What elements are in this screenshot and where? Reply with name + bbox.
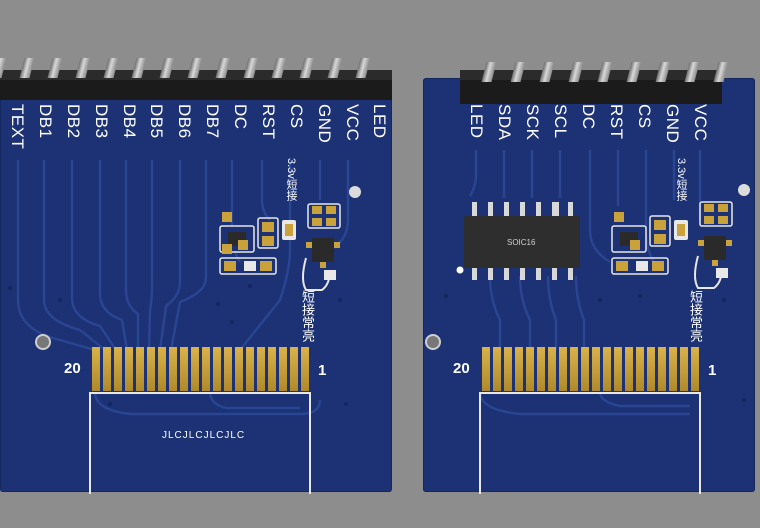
ffc-gold-finger xyxy=(526,347,534,391)
pin-label-gnd: GND xyxy=(663,104,682,144)
left-board-traces xyxy=(8,160,350,416)
pin-label-dc: DC xyxy=(579,104,598,130)
left-pin-labels: TEXT DB1 DB2 DB3 DB4 DB5 DB6 DB7 DC RST … xyxy=(5,104,395,156)
ffc-gold-finger xyxy=(180,347,188,391)
pin-label-rst: RST xyxy=(259,104,278,140)
ffc-gold-finger xyxy=(268,347,276,391)
pin-label-db6: DB6 xyxy=(175,104,194,139)
pin-label-gnd: GND xyxy=(315,104,334,144)
pin-label-scl: SCL xyxy=(551,104,570,139)
ffc-gold-finger xyxy=(125,347,133,391)
ffc-gold-finger xyxy=(504,347,512,391)
ffc-gold-finger xyxy=(625,347,633,391)
pin-label-db7: DB7 xyxy=(203,104,222,139)
ffc-gold-finger xyxy=(147,347,155,391)
pin-label-led: LED xyxy=(370,104,389,139)
right-ffc-pin-1: 1 xyxy=(708,362,717,379)
pin-label-cs: CS xyxy=(287,104,306,129)
right-mounting-hole-bottom xyxy=(427,336,439,348)
pin-label-sda: SDA xyxy=(495,104,514,141)
right-ffc-pin-20: 20 xyxy=(453,360,470,377)
ffc-gold-finger xyxy=(493,347,501,391)
pin-label-vcc: VCC xyxy=(343,104,362,142)
pin-label-led: LED xyxy=(467,104,486,139)
pin-label-db5: DB5 xyxy=(147,104,166,139)
pin-label-db1: DB1 xyxy=(36,104,55,139)
left-mounting-hole-bottom xyxy=(37,336,49,348)
left-silk-text: JLCJLCJLCJLC xyxy=(162,430,246,441)
right-backlight-label: 短接常亮 xyxy=(688,290,703,342)
ffc-gold-finger xyxy=(636,347,644,391)
left-ffc-pin-1: 1 xyxy=(318,362,327,379)
pin-label-vcc: VCC xyxy=(691,104,710,142)
ffc-gold-finger xyxy=(114,347,122,391)
left-ffc-gold-fingers xyxy=(92,347,309,391)
ffc-gold-finger xyxy=(537,347,545,391)
pin-label-db2: DB2 xyxy=(64,104,83,139)
ffc-gold-finger xyxy=(647,347,655,391)
ffc-gold-finger xyxy=(592,347,600,391)
soic16-label: SOIC16 xyxy=(507,238,536,247)
right-mounting-hole-top xyxy=(738,184,750,196)
pin-label-dc: DC xyxy=(231,104,250,130)
left-mounting-hole-top xyxy=(349,186,361,198)
ffc-gold-finger xyxy=(158,347,166,391)
ffc-gold-finger xyxy=(92,347,100,391)
right-pin-labels: LED SDA SCK SCL DC RST CS GND VCC xyxy=(460,104,722,156)
ffc-gold-finger xyxy=(224,347,232,391)
ffc-gold-finger xyxy=(680,347,688,391)
left-ffc-pin-20: 20 xyxy=(64,360,81,377)
ffc-gold-finger xyxy=(658,347,666,391)
pin-label-text: TEXT xyxy=(8,104,27,150)
ffc-gold-finger xyxy=(691,347,699,391)
ffc-gold-finger xyxy=(103,347,111,391)
ffc-gold-finger xyxy=(257,347,265,391)
ffc-gold-finger xyxy=(482,347,490,391)
ffc-gold-finger xyxy=(614,347,622,391)
ffc-gold-finger xyxy=(169,347,177,391)
right-ffc-gold-fingers xyxy=(482,347,699,391)
ffc-gold-finger xyxy=(136,347,144,391)
ffc-gold-finger xyxy=(235,347,243,391)
pin-label-db3: DB3 xyxy=(92,104,111,139)
pin-label-rst: RST xyxy=(607,104,626,140)
left-ffc-outline xyxy=(89,392,311,494)
ffc-gold-finger xyxy=(202,347,210,391)
ffc-gold-finger xyxy=(515,347,523,391)
ffc-gold-finger xyxy=(191,347,199,391)
ffc-gold-finger xyxy=(559,347,567,391)
ffc-gold-finger xyxy=(290,347,298,391)
right-pin-header xyxy=(460,70,722,104)
pin-label-cs: CS xyxy=(635,104,654,129)
pin-label-db4: DB4 xyxy=(120,104,139,139)
ffc-gold-finger xyxy=(603,347,611,391)
ffc-gold-finger xyxy=(246,347,254,391)
right-jumper-label: 3.3v短接 xyxy=(675,158,687,201)
ffc-gold-finger xyxy=(548,347,556,391)
left-jumper-label: 3.3v短接 xyxy=(285,158,297,201)
ffc-gold-finger xyxy=(279,347,287,391)
right-ffc-outline xyxy=(479,392,701,494)
ffc-gold-finger xyxy=(669,347,677,391)
left-backlight-label: 短接常亮 xyxy=(300,290,315,342)
ffc-gold-finger xyxy=(301,347,309,391)
ffc-gold-finger xyxy=(570,347,578,391)
ffc-gold-finger xyxy=(581,347,589,391)
ffc-gold-finger xyxy=(213,347,221,391)
pin-label-sck: SCK xyxy=(523,104,542,141)
